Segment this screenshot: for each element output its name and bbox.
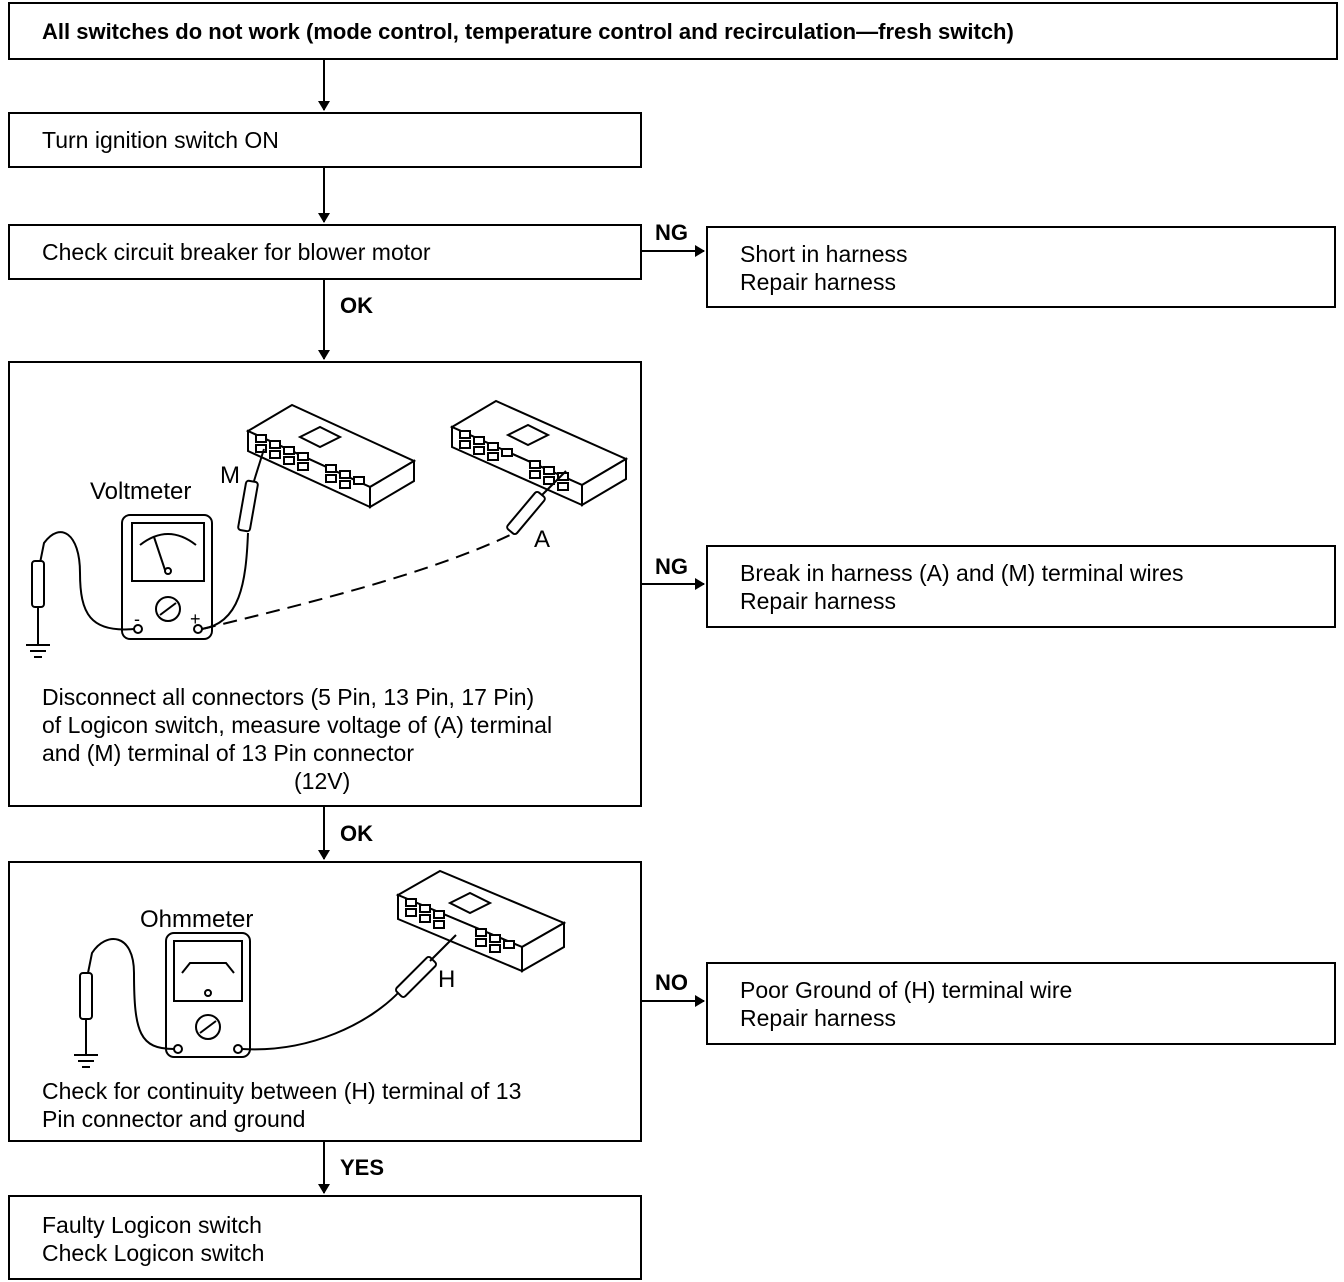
title-box: All switches do not work (mode control, …	[8, 2, 1338, 60]
ohmmeter-illustration: Ohmmeter H	[74, 869, 567, 1068]
title-text: All switches do not work (mode control, …	[42, 19, 1014, 44]
dashed-lead-a	[201, 534, 511, 630]
ng-label-2: NG	[655, 554, 688, 579]
ground-result-box: Poor Ground of (H) terminal wire Repair …	[706, 962, 1336, 1045]
voltmeter-label: Voltmeter	[90, 478, 191, 505]
probe-h-label: H	[438, 966, 455, 993]
ok-label-1: OK	[340, 293, 373, 318]
final-step-box: Faulty Logicon switch Check Logicon swit…	[8, 1195, 642, 1280]
connector-13pin-a	[449, 399, 629, 507]
ground-result-line2: Repair harness	[740, 1005, 896, 1031]
short-result-line1: Short in harness	[740, 241, 908, 267]
yes-label: YES	[340, 1155, 385, 1180]
ng-label-1: NG	[655, 220, 688, 245]
break-result-line2: Repair harness	[740, 588, 896, 614]
voltage-step-line3: and (M) terminal of 13 Pin connector	[42, 740, 415, 766]
voltage-step-line4: (12V)	[294, 768, 351, 794]
voltage-step-line2: of Logicon switch, measure voltage of (A…	[42, 712, 553, 738]
ohm-negative-lead	[87, 938, 175, 1050]
ground-result-line1: Poor Ground of (H) terminal wire	[740, 977, 1073, 1003]
no-label: NO	[655, 970, 688, 995]
ok-label-2: OK	[340, 821, 373, 846]
voltage-step-line1: Disconnect all connectors (5 Pin, 13 Pin…	[42, 684, 535, 710]
breaker-step-text: Check circuit breaker for blower motor	[42, 239, 431, 265]
negative-lead	[39, 531, 135, 631]
probe-m-label: M	[220, 462, 240, 489]
connector-13pin-m	[245, 403, 417, 509]
minus-sign: -	[134, 609, 140, 629]
plus-sign: +	[190, 609, 201, 629]
voltmeter-body	[121, 514, 213, 640]
break-result-box: Break in harness (A) and (M) terminal wi…	[706, 545, 1336, 628]
continuity-step-line1: Check for continuity between (H) termina…	[42, 1078, 522, 1104]
final-step-line2: Check Logicon switch	[42, 1240, 265, 1266]
breaker-step-box: Check circuit breaker for blower motor	[8, 224, 642, 280]
ignition-step-text: Turn ignition switch ON	[42, 127, 279, 153]
final-step-line1: Faulty Logicon switch	[42, 1212, 262, 1238]
short-result-line2: Repair harness	[740, 269, 896, 295]
ohmmeter-label: Ohmmeter	[140, 906, 253, 933]
connector-13pin-h	[395, 869, 567, 973]
short-result-box: Short in harness Repair harness	[706, 226, 1336, 308]
voltage-step-box: Voltmeter M A - + Disconnect all connect…	[8, 361, 642, 807]
break-result-line1: Break in harness (A) and (M) terminal wi…	[740, 560, 1184, 586]
probe-a-label: A	[534, 526, 550, 553]
continuity-step-line2: Pin connector and ground	[42, 1106, 306, 1132]
ohmmeter-body	[165, 932, 251, 1058]
voltmeter-illustration: Voltmeter M A - +	[26, 399, 629, 658]
continuity-step-box: Ohmmeter H Check for continuity between …	[8, 861, 642, 1142]
ignition-step-box: Turn ignition switch ON	[8, 112, 642, 168]
ohm-positive-lead-h	[241, 990, 401, 1051]
